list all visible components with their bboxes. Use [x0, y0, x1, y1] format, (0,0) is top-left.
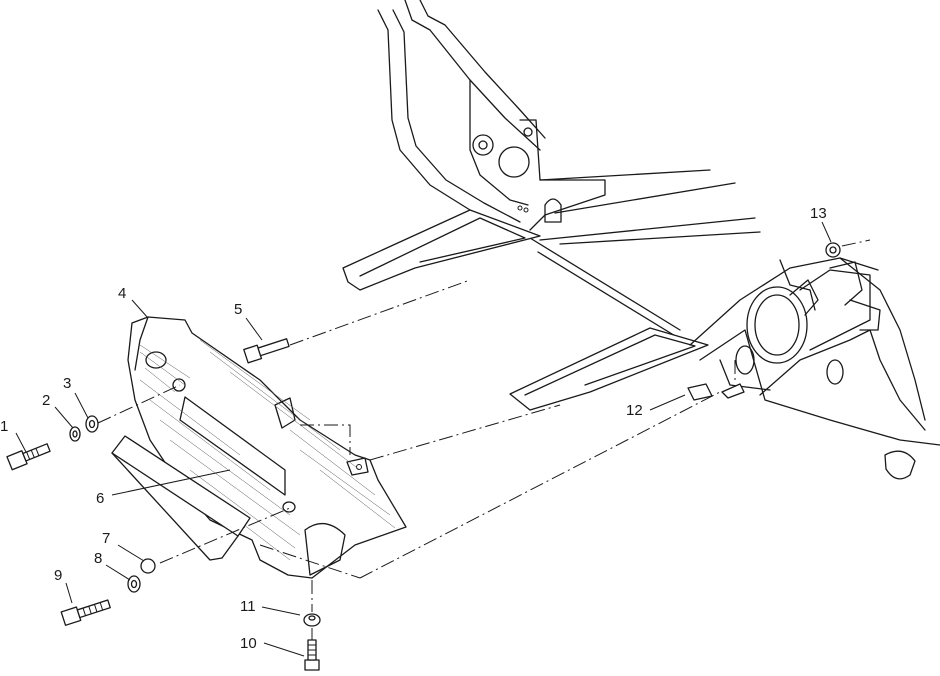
callout-13: 13: [810, 205, 827, 222]
callout-10: 10: [240, 635, 257, 652]
part-4-shield: [127, 316, 407, 579]
callout-7: 7: [102, 530, 110, 547]
part-6-strip: [111, 435, 251, 561]
part-11-nut: [303, 613, 321, 627]
part-7-plug: [140, 558, 156, 574]
part-9-bolt: [60, 599, 111, 626]
callout-9: 9: [54, 567, 62, 584]
part-5-bolt: [243, 338, 290, 364]
callout-6: 6: [96, 490, 104, 507]
rear-bracket-assembly: [689, 257, 940, 480]
callout-4: 4: [118, 285, 126, 302]
callout-labels: 1 2 3 4 5 6 7 8 9 10 11 12 13: [0, 205, 827, 652]
part-2-washer: [69, 426, 81, 442]
frame-rails: [529, 169, 761, 346]
part-12-clip-nut: [687, 383, 745, 401]
frame-upper-tube: [377, 0, 606, 237]
leader-lines: [15, 221, 832, 657]
part-10-screw: [304, 639, 320, 671]
part-13-nut: [825, 242, 841, 258]
upper-footrest: [342, 209, 541, 291]
callout-12: 12: [626, 402, 643, 419]
callout-11: 11: [240, 598, 256, 615]
callout-3: 3: [63, 375, 71, 392]
callout-8: 8: [94, 550, 102, 567]
lower-footrest: [509, 327, 709, 411]
callout-5: 5: [234, 301, 242, 318]
part-8-washer: [127, 575, 141, 593]
assembly-centerlines: [97, 239, 871, 640]
part-3-washer: [85, 415, 99, 433]
callout-1: 1: [0, 418, 8, 435]
part-1-bolt: [6, 443, 51, 471]
callout-2: 2: [42, 392, 50, 409]
